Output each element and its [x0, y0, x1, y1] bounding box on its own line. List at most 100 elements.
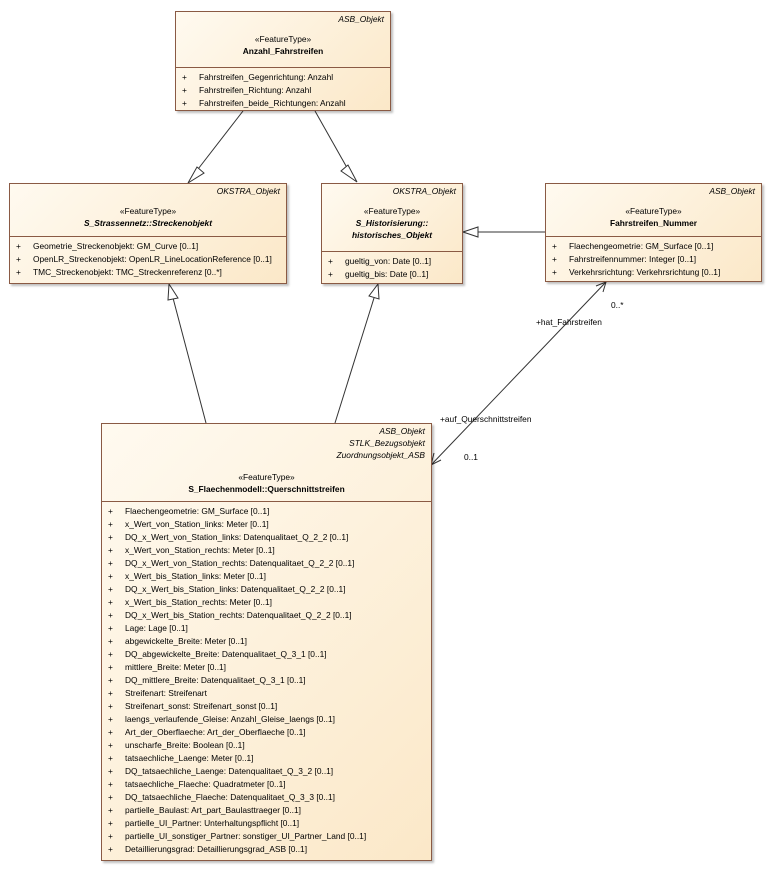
class-streckenobjekt[interactable]: OKSTRA_Objekt «FeatureType» S_Strassenne…: [9, 183, 287, 284]
attribute-row[interactable]: +DQ_x_Wert_von_Station_links: Datenquali…: [102, 531, 431, 544]
class-header: OKSTRA_Objekt «FeatureType» S_Historisie…: [322, 184, 462, 252]
attribute-list: + Geometrie_Streckenobjekt: GM_Curve [0..…: [10, 237, 286, 279]
class-anzahl-fahrstreifen[interactable]: ASB_Objekt «FeatureType» Anzahl_Fahrstre…: [175, 11, 391, 111]
attribute-text: tatsaechliche_Flaeche: Quadratmeter [0..…: [125, 779, 286, 789]
class-name: Fahrstreifen_Nummer: [609, 218, 698, 228]
visibility-marker: +: [108, 610, 113, 620]
attribute-row[interactable]: +Flaechengeometrie: GM_Surface [0..1]: [546, 240, 761, 253]
visibility-marker: +: [108, 675, 113, 685]
attribute-row[interactable]: +unscharfe_Breite: Boolean [0..1]: [102, 739, 431, 752]
class-historisches-objekt[interactable]: OKSTRA_Objekt «FeatureType» S_Historisie…: [321, 183, 463, 284]
attribute-row[interactable]: +Art_der_Oberflaeche: Art_der_Oberflaech…: [102, 726, 431, 739]
visibility-marker: +: [108, 766, 113, 776]
attribute-row[interactable]: + DQ_mittlere_Breite: Datenqualitaet_Q_3_…: [102, 674, 431, 687]
attribute-row[interactable]: +Verkehrsrichtung: Verkehrsrichtung [0..…: [546, 266, 761, 279]
attribute-text: DQ_tatsaechliche_Laenge: Datenqualitaet_…: [125, 766, 334, 776]
visibility-marker: +: [108, 818, 113, 828]
visibility-marker: +: [16, 254, 21, 264]
attribute-row[interactable]: + tatsaechliche_Flaeche: Quadratmeter [0.…: [102, 778, 431, 791]
attribute-row[interactable]: +Detaillierungsgrad: Detaillierungsgrad_…: [102, 843, 431, 856]
attribute-row[interactable]: +gueltig_von: Date [0..1]: [322, 255, 462, 268]
visibility-marker: +: [108, 636, 113, 646]
attribute-text: partielle_UI_Partner: Unterhaltungspflic…: [125, 818, 300, 828]
class-name: S_Strassennetz::Streckenobjekt: [84, 218, 212, 228]
attribute-row[interactable]: +DQ_x_Wert_von_Station_rechts: Datenqual…: [102, 557, 431, 570]
visibility-marker: +: [108, 740, 113, 750]
stereotype-label: «FeatureType»: [625, 206, 682, 216]
attribute-row[interactable]: +DQ_tatsaechliche_Flaeche: Datenqualitae…: [102, 791, 431, 804]
generalization-line: [194, 110, 244, 174]
attribute-row[interactable]: + partielle_Baulast: Art_part_Baulasttrae…: [102, 804, 431, 817]
attribute-text: DQ_x_Wert_bis_Station_rechts: Datenquali…: [125, 610, 352, 620]
visibility-marker: +: [552, 241, 557, 251]
attribute-text: Lage: Lage [0..1]: [125, 623, 188, 633]
attribute-row[interactable]: +tatsaechliche_Laenge: Meter [0..1]: [102, 752, 431, 765]
attribute-text: Geometrie_Streckenobjekt: GM_Curve [0..1…: [33, 241, 199, 251]
attribute-row[interactable]: +Flaechengeometrie: GM_Surface [0..1]: [102, 505, 431, 518]
attribute-row[interactable]: +x_Wert_von_Station_rechts: Meter [0..1]: [102, 544, 431, 557]
visibility-marker: +: [108, 688, 113, 698]
attribute-row[interactable]: + DQ_tatsaechliche_Laenge: Datenqualitaet…: [102, 765, 431, 778]
visibility-marker: +: [108, 571, 113, 581]
visibility-marker: +: [108, 649, 113, 659]
attribute-row[interactable]: +Fahrstreifen_Richtung: Anzahl: [176, 84, 390, 97]
attribute-row[interactable]: +partielle_UI_sonstiger_Partner: sonstig…: [102, 830, 431, 843]
association-multiplicity: 0..1: [464, 452, 478, 462]
attribute-text: Streifenart_sonst: Streifenart_sonst [0.…: [125, 701, 278, 711]
attribute-row[interactable]: +DQ_abgewickelte_Breite: Datenqualitaet_…: [102, 648, 431, 661]
class-name: S_Flaechenmodell::Querschnittstreifen: [188, 484, 345, 494]
class-name: Anzahl_Fahrstreifen: [242, 46, 324, 56]
class-name: S_Historisierung::: [355, 218, 429, 228]
attribute-text: DQ_mittlere_Breite: Datenqualitaet_Q_3_1…: [125, 675, 306, 685]
class-tag: ASB_Objekt: [709, 186, 755, 196]
visibility-marker: +: [108, 701, 113, 711]
attribute-text: x_Wert_von_Station_links: Meter [0..1]: [125, 519, 269, 529]
attribute-row[interactable]: +OpenLR_Streckenobjekt: OpenLR_LineLocat…: [10, 253, 286, 266]
attribute-row[interactable]: +Fahrstreifen_beide_Richtungen: Anzahl: [176, 97, 390, 110]
attribute-row[interactable]: +abgewickelte_Breite: Meter [0..1]: [102, 635, 431, 648]
attribute-text: DQ_tatsaechliche_Flaeche: Datenqualitaet…: [125, 792, 335, 802]
attribute-row[interactable]: +TMC_Streckenobjekt: TMC_Streckenreferen…: [10, 266, 286, 279]
attribute-row[interactable]: +Geometrie_Streckenobjekt: GM_Curve [0..…: [10, 240, 286, 253]
attribute-row[interactable]: + partielle_UI_Partner: Unterhaltungspfli…: [102, 817, 431, 830]
stereotype-label: «FeatureType»: [119, 206, 177, 216]
attribute-row[interactable]: +Fahrstreifennummer: Integer [0..1]: [546, 253, 761, 266]
association-role-label: +auf_Querschnittstreifen: [440, 414, 532, 424]
attribute-row[interactable]: +DQ_x_Wert_bis_Station_links: Datenquali…: [102, 583, 431, 596]
class-fahrstreifen-nummer[interactable]: ASB_Objekt «FeatureType» Fahrstreifen_Nu…: [545, 183, 762, 282]
visibility-marker: +: [108, 844, 113, 854]
attribute-row[interactable]: +gueltig_bis: Date [0..1]: [322, 268, 462, 281]
attribute-text: Streifenart: Streifenart: [125, 688, 207, 698]
class-name: historisches_Objekt: [351, 230, 433, 240]
visibility-marker: +: [182, 72, 187, 82]
attribute-row[interactable]: + Streifenart_sonst: Streifenart_sonst [0…: [102, 700, 431, 713]
attribute-row[interactable]: +x_Wert_bis_Station_links: Meter [0..1]: [102, 570, 431, 583]
visibility-marker: +: [108, 545, 113, 555]
visibility-marker: +: [16, 267, 21, 277]
attribute-text: laengs_verlaufende_Gleise: Anzahl_Gleise…: [125, 714, 335, 724]
visibility-marker: +: [108, 558, 113, 568]
class-header: OKSTRA_Objekt «FeatureType» S_Strassenne…: [10, 184, 286, 237]
attribute-list: +Flaechengeometrie: GM_Surface [0..1] +F…: [546, 237, 761, 279]
generalization-arrowhead: [368, 282, 380, 300]
attribute-row[interactable]: +x_Wert_von_Station_links: Meter [0..1]: [102, 518, 431, 531]
generalization-arrowhead: [187, 166, 205, 184]
class-tag: OKSTRA_Objekt: [392, 186, 456, 196]
attribute-row[interactable]: +mittlere_Breite: Meter [0..1]: [102, 661, 431, 674]
association-role-label: +hat_Fahrstreifen: [536, 317, 602, 327]
attribute-row[interactable]: +laengs_verlaufende_Gleise: Anzahl_Gleis…: [102, 713, 431, 726]
attribute-text: partielle_Baulast: Art_part_Baulasttraeg…: [125, 805, 301, 815]
attribute-row[interactable]: + Lage: Lage [0..1]: [102, 622, 431, 635]
visibility-marker: +: [108, 779, 113, 789]
stereotype-label: «FeatureType»: [254, 34, 312, 44]
visibility-marker: +: [108, 623, 113, 633]
visibility-marker: +: [108, 805, 113, 815]
attribute-row[interactable]: + Streifenart: Streifenart: [102, 687, 431, 700]
generalization-arrowhead: [167, 282, 179, 301]
attribute-row[interactable]: + DQ_x_Wert_bis_Station_rechts: Datenqual…: [102, 609, 431, 622]
attribute-row[interactable]: +Fahrstreifen_Gegenrichtung: Anzahl: [176, 71, 390, 84]
class-querschnittstreifen[interactable]: ASB_Objekt STLK_Bezugsobjekt Zuordnungso…: [101, 423, 432, 861]
association-multiplicity: 0..*: [611, 300, 624, 310]
attribute-text: Art_der_Oberflaeche: Art_der_Oberflaeche…: [125, 727, 306, 737]
attribute-row[interactable]: +x_Wert_bis_Station_rechts: Meter [0..1]: [102, 596, 431, 609]
